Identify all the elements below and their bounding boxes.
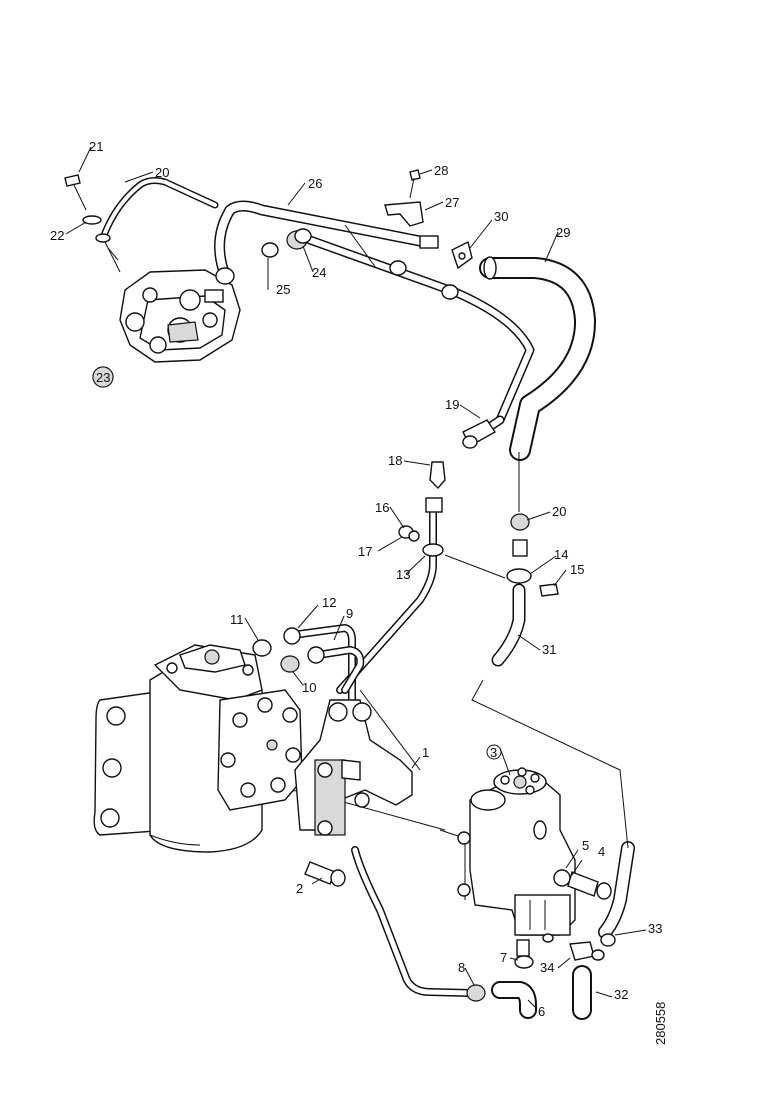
callout-29: 29	[556, 225, 570, 240]
callout-2: 2	[296, 881, 303, 896]
callout-23-badge: 23	[92, 366, 114, 388]
callout-8: 8	[458, 960, 465, 975]
callout-1: 1	[422, 745, 429, 760]
center-fittings	[398, 419, 559, 597]
callout-15: 15	[570, 562, 584, 577]
callout-23: 23	[96, 370, 110, 385]
callout-11: 11	[230, 612, 244, 627]
callout-30: 30	[494, 209, 508, 224]
pipes	[99, 177, 635, 1020]
callout-31: 31	[542, 642, 556, 657]
callout-12: 12	[322, 595, 336, 610]
callout-10: 10	[302, 680, 316, 695]
callout-27: 27	[445, 195, 459, 210]
callout-25: 25	[276, 282, 290, 297]
hydraulic-pump	[92, 269, 241, 388]
callout-9: 9	[346, 606, 353, 621]
callout-13: 13	[396, 567, 410, 582]
callout-20-top: 20	[155, 165, 169, 180]
callout-16: 16	[375, 500, 389, 515]
callout-5: 5	[582, 838, 589, 853]
callout-18: 18	[388, 453, 402, 468]
oil-reservoir	[457, 767, 616, 1002]
leader-lines	[65, 146, 647, 1009]
callout-20-center: 20	[552, 504, 566, 519]
steering-gear	[93, 627, 325, 853]
callout-19: 19	[445, 397, 459, 412]
mounting-bracket	[294, 699, 413, 887]
callout-26: 26	[308, 176, 322, 191]
callout-3: 3	[490, 745, 497, 760]
figure-reference-number: 280558	[653, 1002, 668, 1045]
callout-34: 34	[540, 960, 554, 975]
callout-21: 21	[89, 139, 103, 154]
callout-28: 28	[434, 163, 448, 178]
callout-32: 32	[614, 987, 628, 1002]
callout-14: 14	[554, 547, 568, 562]
callout-22: 22	[50, 228, 64, 243]
callout-7: 7	[500, 950, 507, 965]
callout-4: 4	[598, 844, 605, 859]
pump-bolts	[64, 174, 119, 261]
callout-3-badge: 3	[486, 744, 502, 760]
callout-labels: 1 2 3 4 5 6 7 8 9 10 11 12 13 14 15 16 1…	[50, 139, 662, 1019]
top-fittings	[215, 169, 497, 300]
callout-17: 17	[358, 544, 372, 559]
callout-24: 24	[312, 265, 326, 280]
callout-33: 33	[648, 921, 662, 936]
callout-6: 6	[538, 1004, 545, 1019]
